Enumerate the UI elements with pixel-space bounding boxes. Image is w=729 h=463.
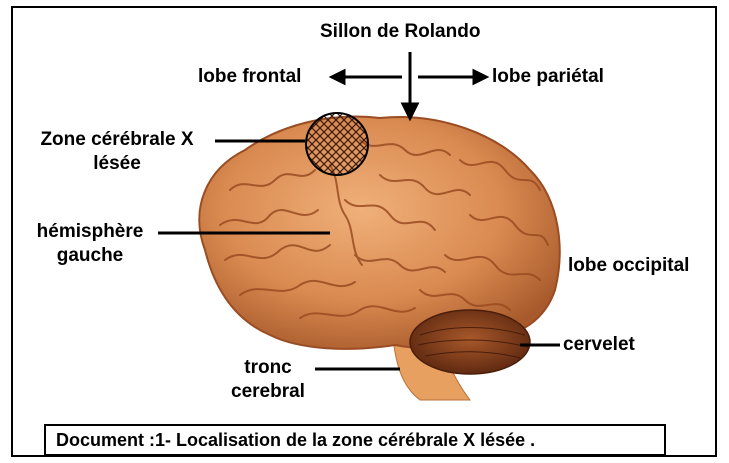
arrow-left-icon	[332, 71, 344, 83]
label-lobe-parietal: lobe pariétal	[492, 65, 604, 89]
label-hemisphere-gauche: hémisphère gauche	[22, 220, 158, 268]
label-cervelet: cervelet	[563, 333, 635, 357]
label-lobe-occipital: lobe occipital	[568, 254, 689, 278]
label-sillon-rolando: Sillon de Rolando	[320, 20, 480, 44]
label-tronc-line1: tronc	[220, 356, 316, 380]
arrow-down-icon	[403, 104, 417, 118]
label-zone-line2: lésée	[22, 152, 212, 176]
arrow-right-icon	[474, 71, 486, 83]
cerebellum	[410, 310, 530, 374]
lesion-zone-x	[306, 113, 368, 175]
document-caption: Document :1- Localisation de la zone cér…	[44, 424, 666, 456]
label-tronc-cerebral: tronc cerebral	[220, 356, 316, 404]
label-hemisphere-line1: hémisphère	[22, 220, 158, 244]
label-lobe-frontal: lobe frontal	[198, 65, 301, 89]
label-hemisphere-line2: gauche	[22, 244, 158, 268]
label-zone-line1: Zone cérébrale X	[22, 128, 212, 152]
label-zone-cerebrale: Zone cérébrale X lésée	[22, 128, 212, 176]
label-tronc-line2: cerebral	[220, 380, 316, 404]
